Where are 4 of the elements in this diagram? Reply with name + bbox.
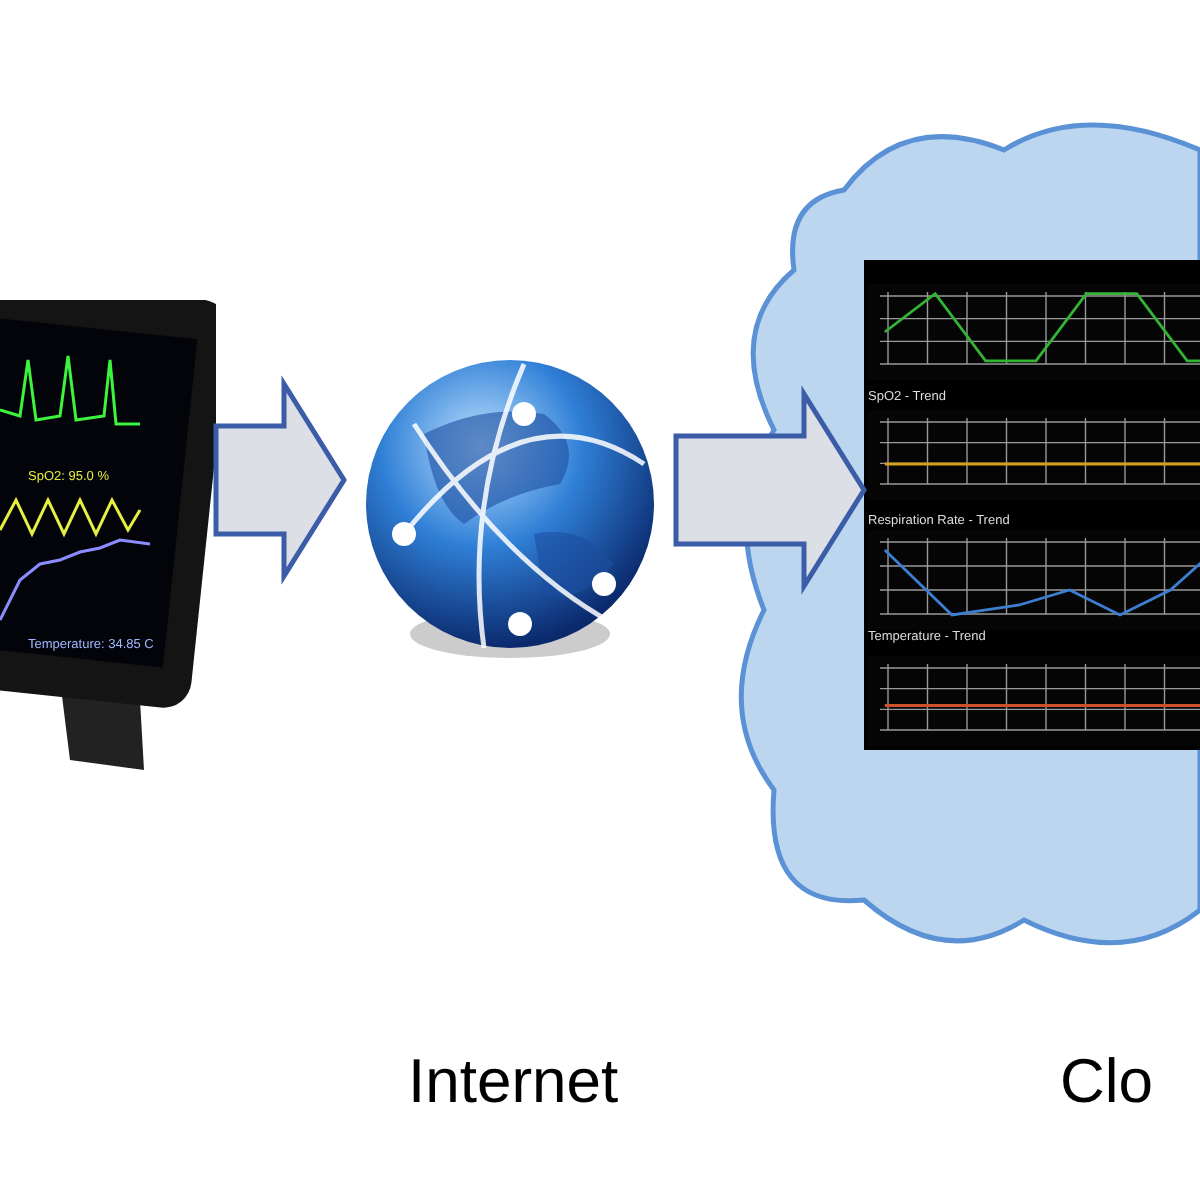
caption-text: Clo	[1060, 1050, 1154, 1112]
block-arrow	[213, 375, 347, 585]
caption-text: Internet	[408, 1050, 619, 1112]
block-arrow	[673, 385, 867, 595]
